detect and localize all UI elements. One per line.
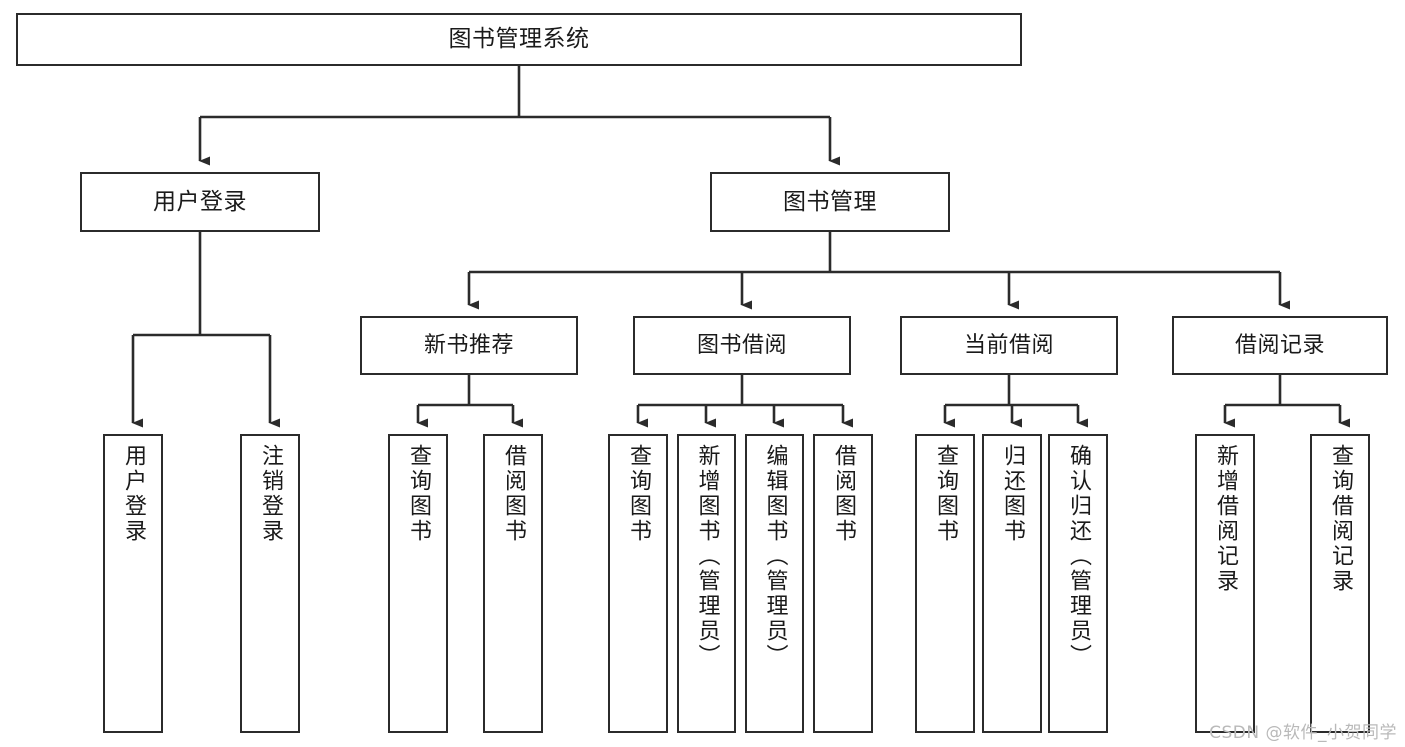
leaf-node-13[interactable]: 查询借阅记录 bbox=[1310, 434, 1370, 733]
leaf-node-5[interactable]: 查询图书 bbox=[608, 434, 668, 733]
leaf-node-2[interactable]: 注销登录 bbox=[240, 434, 300, 733]
leaf-node-1-label: 用户登录 bbox=[121, 444, 146, 544]
connector-lines bbox=[131, 66, 1350, 428]
leaf-node-6[interactable]: 新增图书（管理员） bbox=[677, 434, 736, 733]
level2-node-4[interactable]: 借阅记录 bbox=[1172, 316, 1388, 375]
leaf-node-4[interactable]: 借阅图书 bbox=[483, 434, 543, 733]
level2-node-3[interactable]: 当前借阅 bbox=[900, 316, 1118, 375]
level1-node-2-label: 图书管理 bbox=[783, 188, 877, 215]
level1-node-1[interactable]: 用户登录 bbox=[80, 172, 320, 232]
leaf-node-11[interactable]: 确认归还（管理员） bbox=[1048, 434, 1108, 733]
level2-node-4-label: 借阅记录 bbox=[1234, 332, 1325, 358]
leaf-node-3-label: 查询图书 bbox=[406, 444, 431, 544]
leaf-node-2-label: 注销登录 bbox=[258, 444, 283, 544]
level2-node-2[interactable]: 图书借阅 bbox=[633, 316, 851, 375]
level1-node-1-label: 用户登录 bbox=[153, 188, 247, 215]
leaf-node-12-label: 新增借阅记录 bbox=[1213, 444, 1238, 594]
leaf-node-3[interactable]: 查询图书 bbox=[388, 434, 448, 733]
leaf-node-10-label: 归还图书 bbox=[1000, 444, 1025, 544]
leaf-node-4-label: 借阅图书 bbox=[501, 444, 526, 544]
root-node-book-management-system[interactable]: 图书管理系统 bbox=[16, 13, 1022, 66]
leaf-node-13-label: 查询借阅记录 bbox=[1328, 444, 1353, 594]
level2-node-2-label: 图书借阅 bbox=[696, 332, 787, 358]
leaf-node-9-label: 查询图书 bbox=[933, 444, 958, 544]
leaf-node-7[interactable]: 编辑图书（管理员） bbox=[745, 434, 804, 733]
root-node-book-management-system-label: 图书管理系统 bbox=[448, 26, 590, 53]
leaf-node-10[interactable]: 归还图书 bbox=[982, 434, 1042, 733]
leaf-node-5-label: 查询图书 bbox=[626, 444, 651, 544]
level2-node-1[interactable]: 新书推荐 bbox=[360, 316, 578, 375]
leaf-node-8[interactable]: 借阅图书 bbox=[813, 434, 873, 733]
leaf-node-11-label: 确认归还（管理员） bbox=[1066, 444, 1091, 669]
leaf-node-7-label: 编辑图书（管理员） bbox=[762, 444, 788, 669]
leaf-node-12[interactable]: 新增借阅记录 bbox=[1195, 434, 1255, 733]
leaf-node-1[interactable]: 用户登录 bbox=[103, 434, 163, 733]
level2-node-1-label: 新书推荐 bbox=[423, 332, 514, 358]
level2-node-3-label: 当前借阅 bbox=[963, 332, 1054, 358]
level1-node-2[interactable]: 图书管理 bbox=[710, 172, 950, 232]
leaf-node-6-label: 新增图书（管理员） bbox=[694, 444, 720, 669]
watermark-text: CSDN @软件_小贺同学 bbox=[1209, 723, 1397, 743]
leaf-node-9[interactable]: 查询图书 bbox=[915, 434, 975, 733]
leaf-node-8-label: 借阅图书 bbox=[831, 444, 856, 544]
